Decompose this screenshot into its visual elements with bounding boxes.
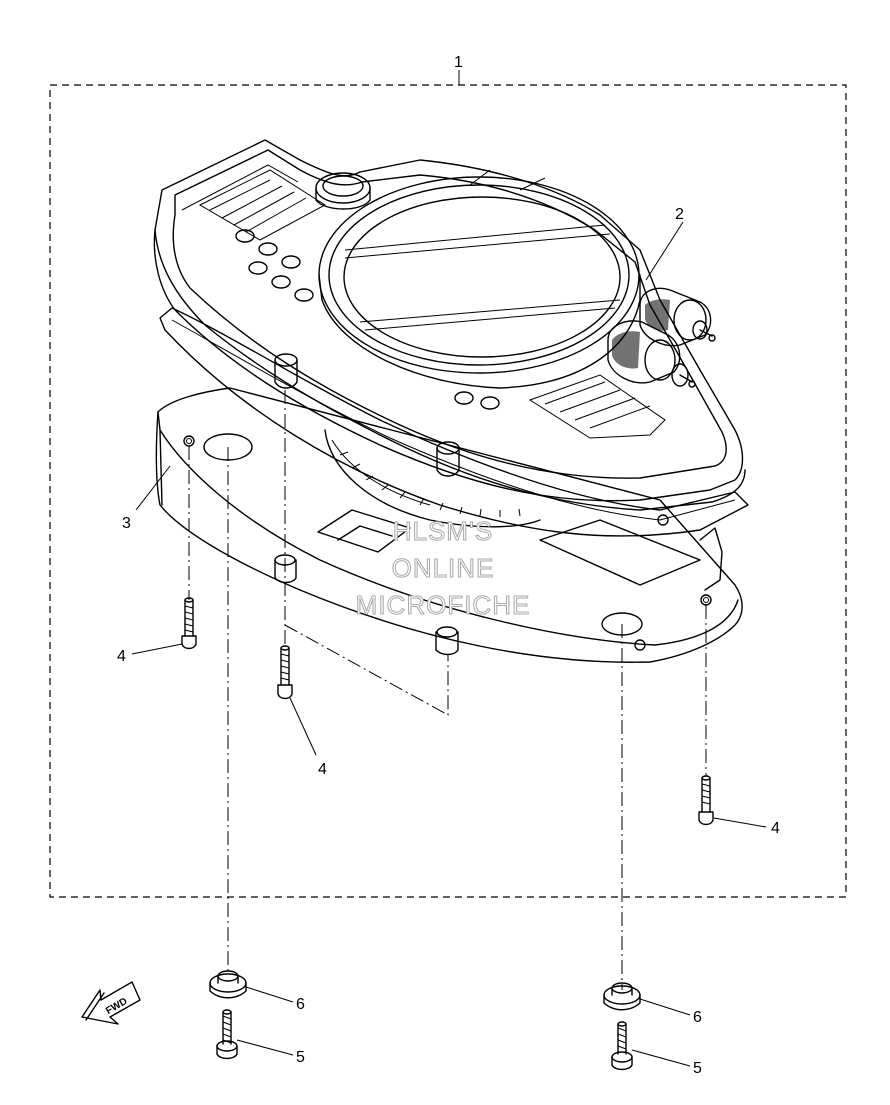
screw-4-center	[277, 645, 293, 700]
screw-4-left	[181, 597, 197, 650]
callout-5-left: 5	[296, 1049, 305, 1066]
watermark-line-2: ONLINE	[392, 553, 495, 583]
leader-6-right	[639, 998, 691, 1016]
watermark: HLSM'S ONLINE MICROFICHE	[355, 516, 531, 621]
leader-4-center	[289, 697, 317, 756]
grommet-6-left	[209, 970, 247, 999]
callout-2: 2	[675, 206, 684, 223]
grommet-6-right	[603, 982, 641, 1011]
assembly-boundary	[49, 84, 847, 898]
screw-4-right	[698, 775, 714, 826]
callout-6-left: 6	[296, 996, 305, 1013]
leader-2	[645, 221, 684, 281]
callout-3: 3	[122, 515, 131, 532]
side-knob-upper	[639, 287, 716, 347]
centerline-screw-center-link	[284, 624, 449, 716]
bolt-5-right	[611, 1021, 633, 1071]
side-knob-lower	[607, 320, 696, 388]
watermark-line-1: HLSM'S	[393, 516, 494, 546]
leader-3	[135, 465, 171, 511]
leader-4-right	[713, 817, 767, 828]
callout-4-left: 4	[117, 648, 126, 665]
callout-1: 1	[454, 54, 463, 71]
leader-6-left	[245, 986, 294, 1003]
callout-6-right: 6	[693, 1009, 702, 1026]
watermark-line-3: MICROFICHE	[356, 590, 531, 620]
callout-5-right: 5	[693, 1060, 702, 1077]
fwd-arrow-icon: FWD	[81, 981, 141, 1025]
leader-4-left	[131, 643, 183, 655]
part-meter-assembly	[153, 139, 746, 511]
callout-4-right: 4	[771, 820, 780, 837]
leader-5-right	[631, 1049, 691, 1067]
part-dial	[324, 429, 541, 528]
part-gasket	[159, 307, 749, 537]
leader-5-left	[236, 1039, 294, 1056]
callout-4-center: 4	[318, 761, 327, 778]
bolt-5-left	[216, 1009, 238, 1060]
